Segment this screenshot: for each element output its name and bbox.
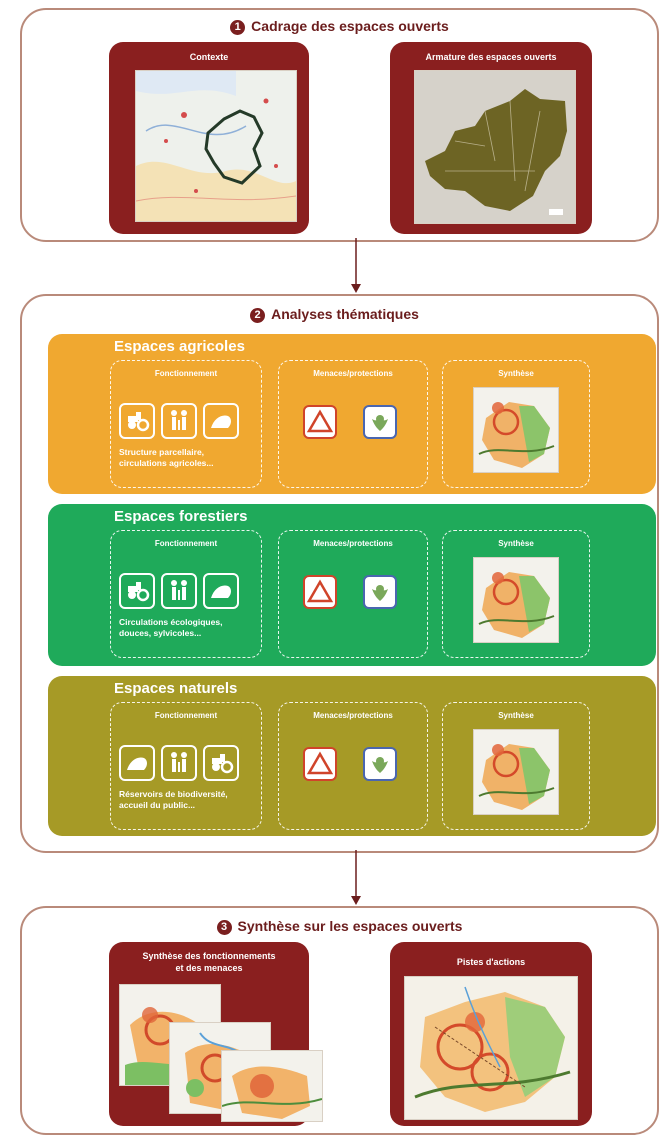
step1-number-badge: 1 [230,20,246,35]
synthese-map [473,557,559,643]
synthese-heading: Synthèse [498,711,534,720]
actions-card: Pistes d'actions [390,942,592,1126]
down-arrow-icon [351,238,361,293]
synthese-heading: Synthèse [498,369,534,378]
frog-icon [203,573,239,609]
step2-title-text: Analyses thématiques [271,306,419,322]
menaces-heading: Menaces/protections [313,711,393,720]
fonctionnement-caption: Réservoirs de biodiversité, accueil du p… [119,789,228,810]
open-space-map-image [414,70,576,224]
open-space-card-label: Armature des espaces ouverts [425,52,557,62]
protection-hands-icon [363,405,397,439]
synthese-panel: Synthèse [442,360,590,488]
fonctionnement-heading: Fonctionnement [154,369,218,378]
step2-number-badge: 2 [250,308,266,323]
synthese-map [473,387,559,473]
warning-icon [303,405,337,439]
tractor-icon [119,573,155,609]
context-map-image [135,70,297,222]
frog-icon [119,745,155,781]
tractor-icon [119,403,155,439]
people-icon [161,745,197,781]
step3-frame: 3 Synthèse sur les espaces ouverts Synthè… [20,906,659,1135]
synthesis-map-3 [221,1050,323,1122]
context-card: Contexte [109,42,309,234]
fonctionnement-heading: Fonctionnement [154,539,218,548]
open-space-map-icon [415,71,575,223]
tractor-icon [203,745,239,781]
step3-title: 3 Synthèse sur les espaces ouverts [22,918,657,935]
step1-frame: 1 Cadrage des espaces ouverts Contexte Ar… [20,8,659,242]
menaces-panel: Menaces/protections [278,530,428,658]
context-map-icon [136,71,296,221]
synthese-heading: Synthèse [498,539,534,548]
actions-map [404,976,578,1120]
actions-card-label: Pistes d'actions [456,957,526,967]
synthesis-card-label-line1: Synthèse des fonctionnements [142,951,276,961]
open-space-card: Armature des espaces ouverts [390,42,592,234]
synthese-map [473,729,559,815]
fonctionnement-caption: Circulations écologiques, douces, sylvic… [119,617,223,638]
synthese-panel: Synthèse [442,702,590,830]
people-icon [161,403,197,439]
step1-title-text: Cadrage des espaces ouverts [251,18,449,34]
protection-hands-icon [363,575,397,609]
band-title: Espaces naturels [114,680,238,697]
warning-icon [303,575,337,609]
people-icon [161,573,197,609]
menaces-heading: Menaces/protections [313,369,393,378]
band-title: Espaces forestiers [114,508,248,525]
synthesis-card-label: Synthèse des fonctionnements et des mena… [109,950,309,974]
synthese-panel: Synthèse [442,530,590,658]
step3-title-text: Synthèse sur les espaces ouverts [237,918,463,934]
context-card-label: Contexte [189,52,229,62]
step2-title: 2 Analyses thématiques [0,306,669,323]
protection-hands-icon [363,747,397,781]
menaces-panel: Menaces/protections [278,702,428,830]
menaces-panel: Menaces/protections [278,360,428,488]
warning-icon [303,747,337,781]
down-arrow-icon [351,850,361,905]
band-title: Espaces agricoles [114,338,245,355]
synthesis-card: Synthèse des fonctionnements et des mena… [109,942,323,1126]
menaces-heading: Menaces/protections [313,539,393,548]
fonctionnement-caption: Structure parcellaire, circulations agri… [119,447,214,468]
synthesis-card-label-line2: et des menaces [175,963,243,973]
step3-number-badge: 3 [216,920,232,935]
step1-title: 1 Cadrage des espaces ouverts [22,18,657,35]
frog-icon [203,403,239,439]
fonctionnement-heading: Fonctionnement [154,711,218,720]
